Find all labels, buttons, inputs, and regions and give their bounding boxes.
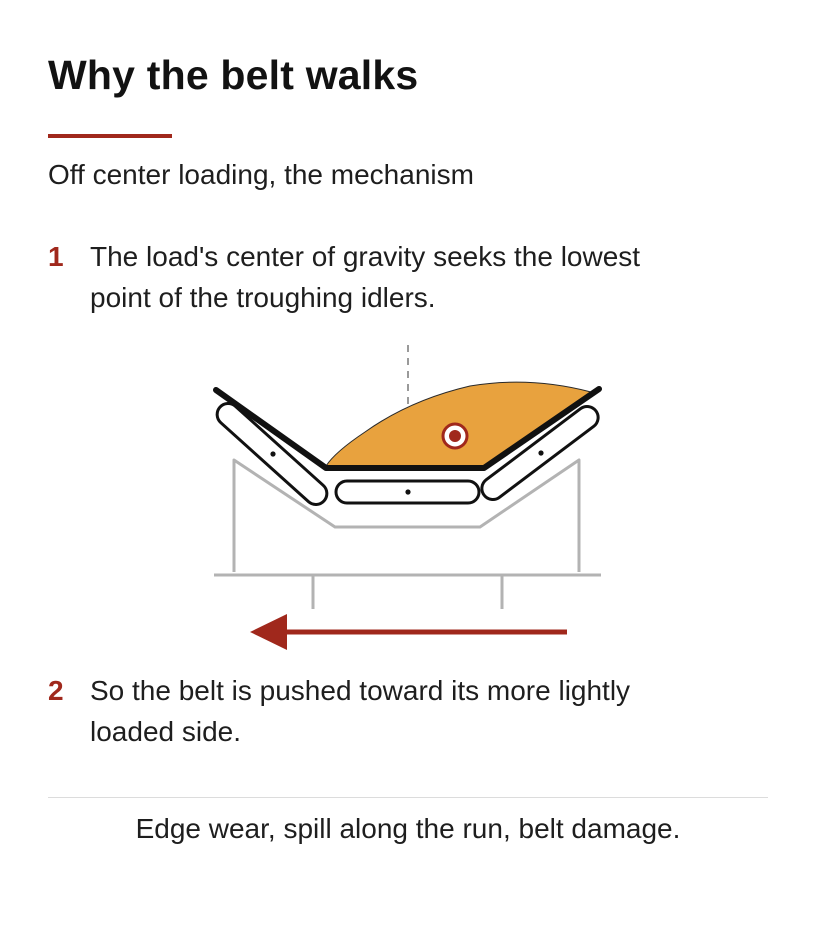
idler-frame [214, 458, 601, 609]
step-text: So the belt is pushed toward its more li… [90, 675, 631, 747]
step-number: 2 [48, 675, 64, 706]
roll-axles [270, 450, 544, 495]
step-text: The load's center of gravity seeks the l… [90, 241, 641, 313]
roll-axle [538, 450, 544, 456]
roll-axle [405, 489, 411, 495]
step-number: 1 [48, 241, 64, 272]
accent-rule [48, 134, 172, 138]
center-of-gravity-icon [441, 422, 469, 450]
page-title: Why the belt walks [48, 52, 419, 98]
roll-axle [270, 451, 276, 457]
footer-note: Edge wear, spill along the run, belt dam… [135, 813, 681, 844]
troughing-idler-diagram [213, 345, 602, 650]
arrow-left-icon [250, 614, 567, 650]
conveyor-belt [213, 386, 602, 471]
divider [48, 797, 768, 798]
subtitle: Off center loading, the mechanism [48, 159, 474, 190]
